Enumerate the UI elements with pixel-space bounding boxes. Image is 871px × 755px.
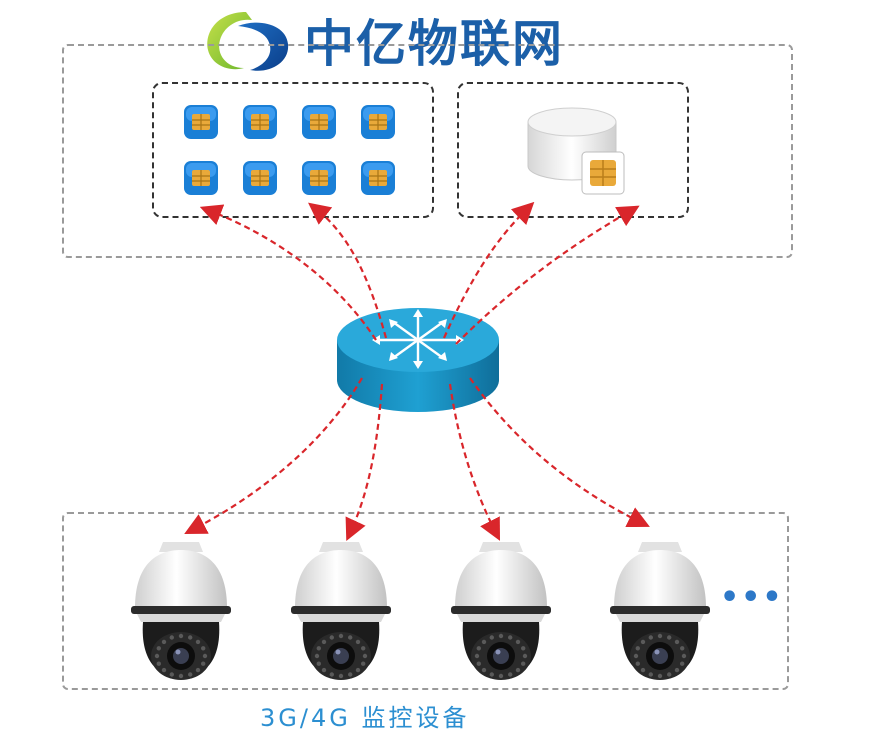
sim-card-icon — [183, 160, 219, 196]
sim-card-grid — [183, 104, 403, 204]
arrow-to-db-right — [455, 205, 640, 345]
dome-camera-icon — [445, 538, 557, 687]
arrow-to-db-left — [442, 201, 535, 339]
dome-camera-icon — [604, 538, 716, 687]
arrow-to-sim-right — [308, 202, 388, 339]
arrow-to-camera-1 — [184, 377, 363, 535]
device-caption: 3G/4G 监控设备 — [260, 704, 470, 732]
arrow-to-camera-2 — [345, 383, 384, 541]
database-frame — [457, 82, 689, 218]
dome-camera-icon — [285, 538, 397, 687]
sim-card-icon — [242, 160, 278, 196]
dome-camera-icon — [125, 538, 237, 687]
arrow-to-camera-3 — [448, 383, 501, 541]
sim-card-icon — [242, 104, 278, 140]
sim-card-icon — [360, 160, 396, 196]
router-icon — [337, 308, 499, 412]
sim-card-icon — [183, 104, 219, 140]
server-group-frame — [62, 44, 793, 258]
device-group-frame — [62, 512, 789, 690]
sim-pool-frame — [152, 82, 434, 218]
arrow-to-camera-4 — [469, 377, 650, 528]
sim-card-icon — [301, 160, 337, 196]
arrow-to-sim-left — [199, 204, 377, 341]
more-devices-indicator: ••• — [720, 580, 784, 615]
database-icon — [527, 107, 625, 195]
sim-card-icon — [301, 104, 337, 140]
sim-card-icon — [581, 151, 625, 195]
sim-card-icon — [360, 104, 396, 140]
